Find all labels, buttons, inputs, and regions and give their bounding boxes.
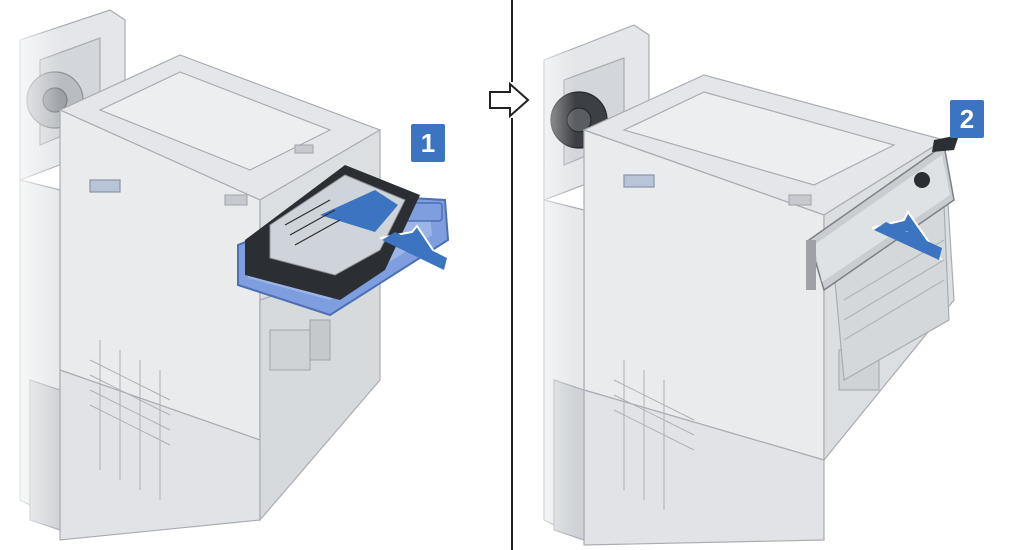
arrow-right-outline-icon xyxy=(488,82,530,118)
step-1-illustration xyxy=(0,0,510,550)
step-1-panel xyxy=(0,0,510,550)
step-2-panel xyxy=(514,0,1024,550)
step-badge-2: 2 xyxy=(950,100,984,138)
step-number: 2 xyxy=(959,104,975,134)
panel-divider xyxy=(511,0,513,550)
step-2-illustration xyxy=(514,0,1024,550)
step-number: 1 xyxy=(420,128,436,158)
step-badge-1: 1 xyxy=(411,124,445,162)
